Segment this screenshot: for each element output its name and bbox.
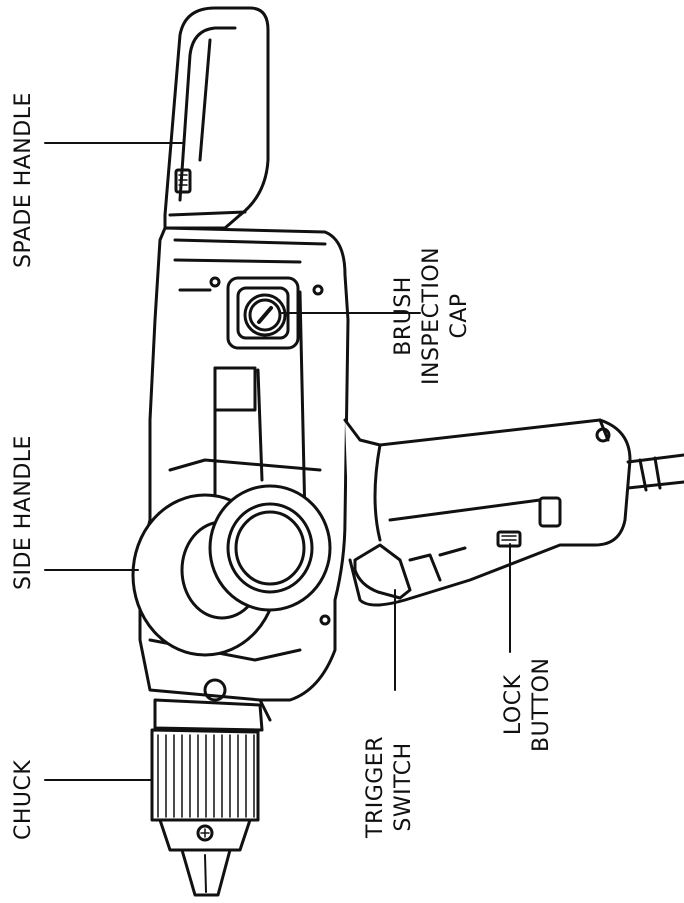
label-side-handle: SIDE HANDLE [11, 435, 36, 590]
leader-lines [44, 142, 511, 781]
label-lock-button: LOCK BUTTON [501, 657, 554, 752]
spade-handle-part [163, 6, 270, 230]
trigger-switch-part [353, 543, 467, 600]
chuck-part [150, 698, 264, 897]
power-cord [626, 453, 684, 492]
brush-inspection-cap-part [226, 276, 300, 350]
label-chuck: CHUCK [11, 759, 36, 840]
side-handle-part [131, 484, 332, 702]
label-trigger-switch: TRIGGER SWITCH [363, 736, 416, 838]
label-spade-handle: SPADE HANDLE [11, 92, 36, 268]
label-brush-inspection-cap: BRUSH INSPECTION CAP [391, 246, 472, 385]
